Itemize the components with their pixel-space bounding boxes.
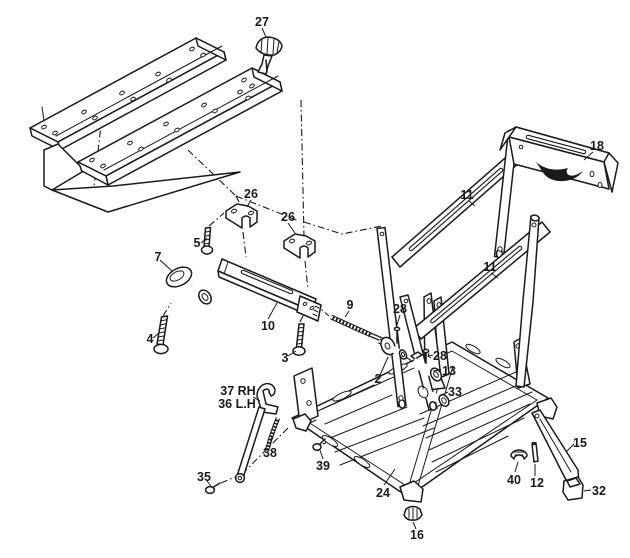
callout-4: 4 (147, 332, 154, 346)
callout-40: 40 (507, 473, 521, 487)
screw-39 (312, 438, 326, 451)
callout-39: 39 (316, 459, 330, 473)
leg-frame-rear (376, 129, 529, 409)
callout-16: 16 (410, 528, 424, 542)
bolt-3 (292, 323, 306, 356)
callout-5: 5 (194, 236, 201, 250)
top-bracket (499, 126, 619, 193)
callout-13: 13 (442, 364, 456, 378)
callout-2: 2 (375, 372, 382, 386)
screw-35 (204, 482, 221, 495)
dowel-holes-rear (41, 46, 206, 136)
rubber-foot (403, 505, 423, 521)
callout-11b: 11 (483, 260, 496, 274)
dowel-holes-front (89, 77, 255, 169)
callout-9: 9 (347, 298, 354, 312)
pin-28b (422, 348, 430, 366)
clamp-sleeve (410, 351, 443, 382)
callout-28a: 28 (393, 302, 407, 316)
callout-26a: 26 (244, 187, 258, 201)
grip-block-26b (283, 233, 316, 259)
callout-11a: 11 (460, 188, 473, 202)
worktop-skirt (43, 143, 241, 213)
pin-28a (393, 326, 401, 344)
part-callouts: 27 26 26 5 7 4 10 3 9 2 28 28 13 33 11 1… (147, 15, 606, 542)
callout-7: 7 (155, 250, 162, 264)
spring (264, 417, 281, 451)
callout-26b: 26 (281, 210, 295, 224)
callout-35: 35 (197, 470, 211, 484)
screw-5 (200, 226, 214, 255)
callout-33: 33 (448, 385, 462, 399)
threaded-spindle (329, 314, 384, 343)
grip-block-26a (225, 203, 258, 229)
leg-frame-front (399, 214, 551, 411)
slide-rail (217, 258, 322, 322)
callout-37rh: 37 RH (220, 384, 255, 398)
callout-3: 3 (282, 351, 289, 365)
callout-32: 32 (592, 484, 606, 498)
swivel-peg (255, 36, 283, 75)
retainer-clip (510, 449, 528, 460)
callout-15: 15 (573, 436, 587, 450)
callout-38: 38 (263, 446, 277, 460)
leader-lines (152, 27, 594, 530)
jaw-board-front (77, 67, 283, 186)
callout-10: 10 (261, 319, 275, 333)
callout-24: 24 (376, 486, 390, 500)
foot-cap (562, 476, 584, 501)
callout-36lh: 36 L.H (218, 397, 256, 411)
crank-handle (165, 266, 212, 305)
callout-27: 27 (255, 15, 269, 29)
pivot-pin-12 (531, 441, 539, 463)
callout-18: 18 (590, 139, 604, 153)
base-feet (292, 397, 558, 503)
callout-12: 12 (530, 476, 544, 490)
callout-28b: 28 (433, 349, 447, 363)
bracket-cutout (536, 162, 583, 182)
bolt-4 (153, 315, 169, 355)
trunnion (377, 336, 408, 360)
tread-ribs (321, 371, 533, 473)
latch-link (234, 382, 279, 484)
